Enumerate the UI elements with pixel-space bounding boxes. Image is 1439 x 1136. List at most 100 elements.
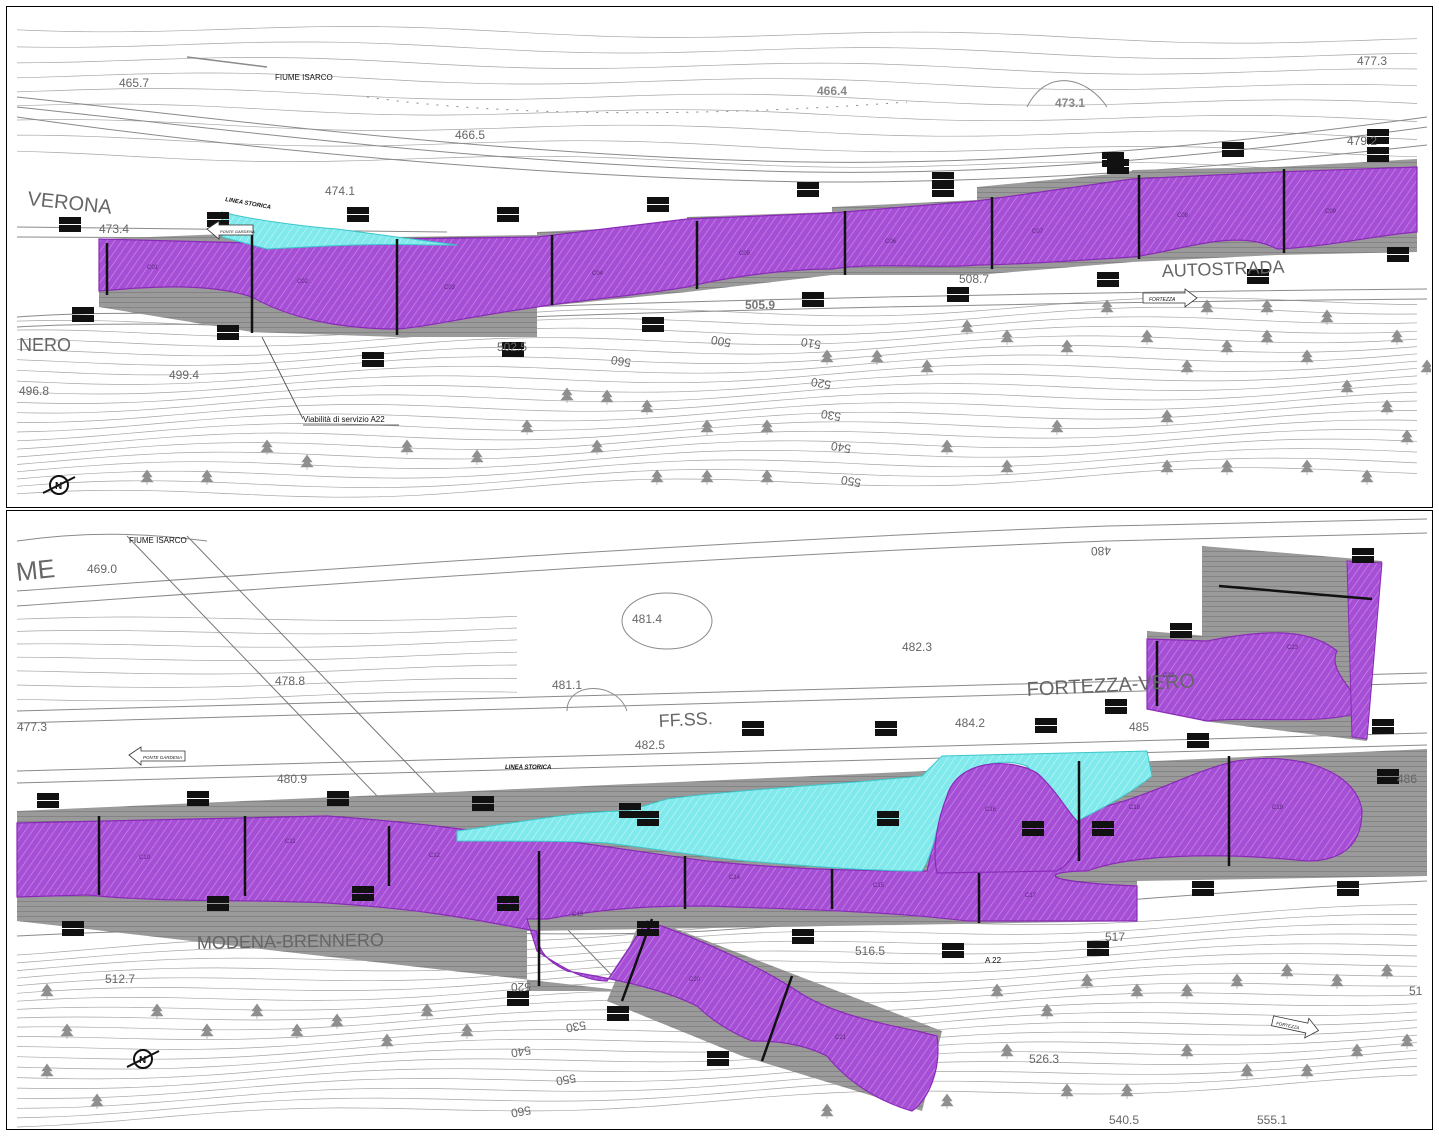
contour-line bbox=[16, 457, 1418, 488]
contour-line bbox=[16, 923, 1418, 971]
tree-icon bbox=[260, 439, 274, 455]
section-tag-icon bbox=[207, 904, 229, 911]
section-label: C03 bbox=[444, 285, 456, 291]
tree-icon bbox=[1050, 419, 1064, 435]
tree-icon bbox=[1360, 469, 1374, 485]
tree-icon bbox=[1180, 359, 1194, 375]
tree-icon bbox=[1230, 973, 1244, 989]
svg-text:550: 550 bbox=[555, 1071, 577, 1088]
section-tag-icon bbox=[1107, 167, 1129, 174]
contour-lines bbox=[16, 26, 1418, 498]
tree-icon bbox=[1350, 1043, 1364, 1059]
direction-sign-fortezza: FORTEZZA bbox=[1271, 1015, 1320, 1039]
tree-icon bbox=[820, 349, 834, 365]
svg-text:473.1: 473.1 bbox=[1055, 96, 1085, 110]
section-label: C22 bbox=[1163, 673, 1175, 679]
svg-text:516.5: 516.5 bbox=[855, 944, 885, 958]
direction-sign-fortezza: FORTEZZA bbox=[1142, 288, 1198, 308]
svg-text:512.7: 512.7 bbox=[105, 972, 135, 986]
section-tag-icon bbox=[1367, 137, 1389, 144]
tree-icon bbox=[760, 469, 774, 485]
section-tag-icon bbox=[792, 929, 814, 936]
section-tag-icon bbox=[37, 793, 59, 800]
section-tag-icon bbox=[707, 1059, 729, 1066]
tree-icon bbox=[60, 1023, 74, 1039]
svg-text:540: 540 bbox=[510, 1043, 532, 1060]
direction-sign-ponte-gardena: PONTE GARDENA bbox=[128, 746, 186, 766]
svg-text:540: 540 bbox=[830, 439, 852, 456]
tree-icon bbox=[1390, 329, 1404, 345]
section-tag-icon bbox=[347, 207, 369, 214]
tree-icon bbox=[1040, 1003, 1054, 1019]
section-tag-icon bbox=[1187, 741, 1209, 748]
tree-icon bbox=[200, 1023, 214, 1039]
tree-icon bbox=[460, 1023, 474, 1039]
tree-icon bbox=[700, 419, 714, 435]
section-label: C10 bbox=[139, 855, 151, 861]
svg-text:496.8: 496.8 bbox=[19, 384, 49, 398]
svg-text:520: 520 bbox=[510, 980, 531, 995]
contour-line bbox=[16, 1049, 1418, 1099]
tree-icon bbox=[700, 469, 714, 485]
svg-text:FORTEZZA: FORTEZZA bbox=[1149, 297, 1176, 303]
tree-icon bbox=[1260, 329, 1274, 345]
river-label-large: ME bbox=[14, 553, 56, 587]
section-tag-icon bbox=[1247, 277, 1269, 284]
tree-icon bbox=[1300, 349, 1314, 365]
section-tag-icon bbox=[1367, 147, 1389, 154]
section-tag-icon bbox=[1092, 821, 1114, 828]
contour-line bbox=[16, 664, 518, 675]
svg-text:526.3: 526.3 bbox=[1029, 1052, 1059, 1066]
section-tag-icon bbox=[502, 350, 524, 357]
contour-line bbox=[16, 360, 1418, 395]
contour-line bbox=[16, 467, 1418, 498]
svg-text:485: 485 bbox=[1129, 720, 1149, 734]
tree-icon bbox=[990, 983, 1004, 999]
river-label: FIUME ISARCO bbox=[129, 536, 187, 545]
section-label: C05 bbox=[739, 251, 751, 257]
contour-line bbox=[16, 88, 1418, 106]
section-tag-icon bbox=[507, 999, 529, 1006]
direction-sign-ponte-gardena: PONTE GARDENA bbox=[206, 220, 255, 240]
tree-icon bbox=[1240, 1063, 1254, 1079]
section-tag-icon bbox=[187, 799, 209, 806]
tree-icon bbox=[90, 1093, 104, 1109]
svg-text:481.4: 481.4 bbox=[632, 612, 662, 626]
tree-icon bbox=[1330, 973, 1344, 989]
section-tag-icon bbox=[497, 215, 519, 222]
section-tag-icon bbox=[619, 811, 641, 818]
section-tag-icon bbox=[1192, 881, 1214, 888]
section-tag-icon bbox=[62, 929, 84, 936]
section-tag-icon bbox=[802, 300, 824, 307]
tree-icon bbox=[1300, 459, 1314, 475]
section-tag-icon bbox=[1352, 548, 1374, 555]
north-arrow-icon: N bbox=[126, 1049, 160, 1069]
contour-line bbox=[16, 353, 1418, 385]
svg-text:PONTE GARDENA: PONTE GARDENA bbox=[220, 229, 255, 234]
tree-icon bbox=[1000, 1043, 1014, 1059]
section-tag-icon bbox=[1102, 152, 1124, 159]
section-tags bbox=[59, 129, 1409, 367]
section-tag-icon bbox=[59, 225, 81, 232]
section-tag-icon bbox=[607, 1006, 629, 1013]
svg-text:466.5: 466.5 bbox=[455, 128, 485, 142]
svg-text:555.1: 555.1 bbox=[1257, 1113, 1287, 1127]
section-label: C13 bbox=[572, 912, 584, 918]
svg-text:530: 530 bbox=[820, 407, 842, 424]
contour-line bbox=[16, 57, 1418, 75]
tree-icon bbox=[560, 387, 574, 403]
svg-text:465.7: 465.7 bbox=[119, 76, 149, 90]
map-panel-bottom: C10 C11 C12 C13 C14 C15 C16 C17 C18 C19 … bbox=[6, 510, 1433, 1130]
tree-icon bbox=[1000, 459, 1014, 475]
tree-icon bbox=[640, 399, 654, 415]
svg-text:FORTEZZA: FORTEZZA bbox=[1276, 1021, 1300, 1031]
section-tag-icon bbox=[1222, 142, 1244, 149]
section-tag-icon bbox=[1367, 129, 1389, 136]
section-tag-icon bbox=[1222, 150, 1244, 157]
section-label: C17 bbox=[1025, 893, 1037, 899]
svg-text:510: 510 bbox=[800, 335, 822, 352]
elevation-labels: 469.0 477.3 478.8 480.9 481.1 481.4 482.… bbox=[17, 544, 1423, 1127]
tree-icon bbox=[1260, 299, 1274, 315]
section-tag-icon bbox=[217, 333, 239, 340]
tree-icon bbox=[1060, 1083, 1074, 1099]
